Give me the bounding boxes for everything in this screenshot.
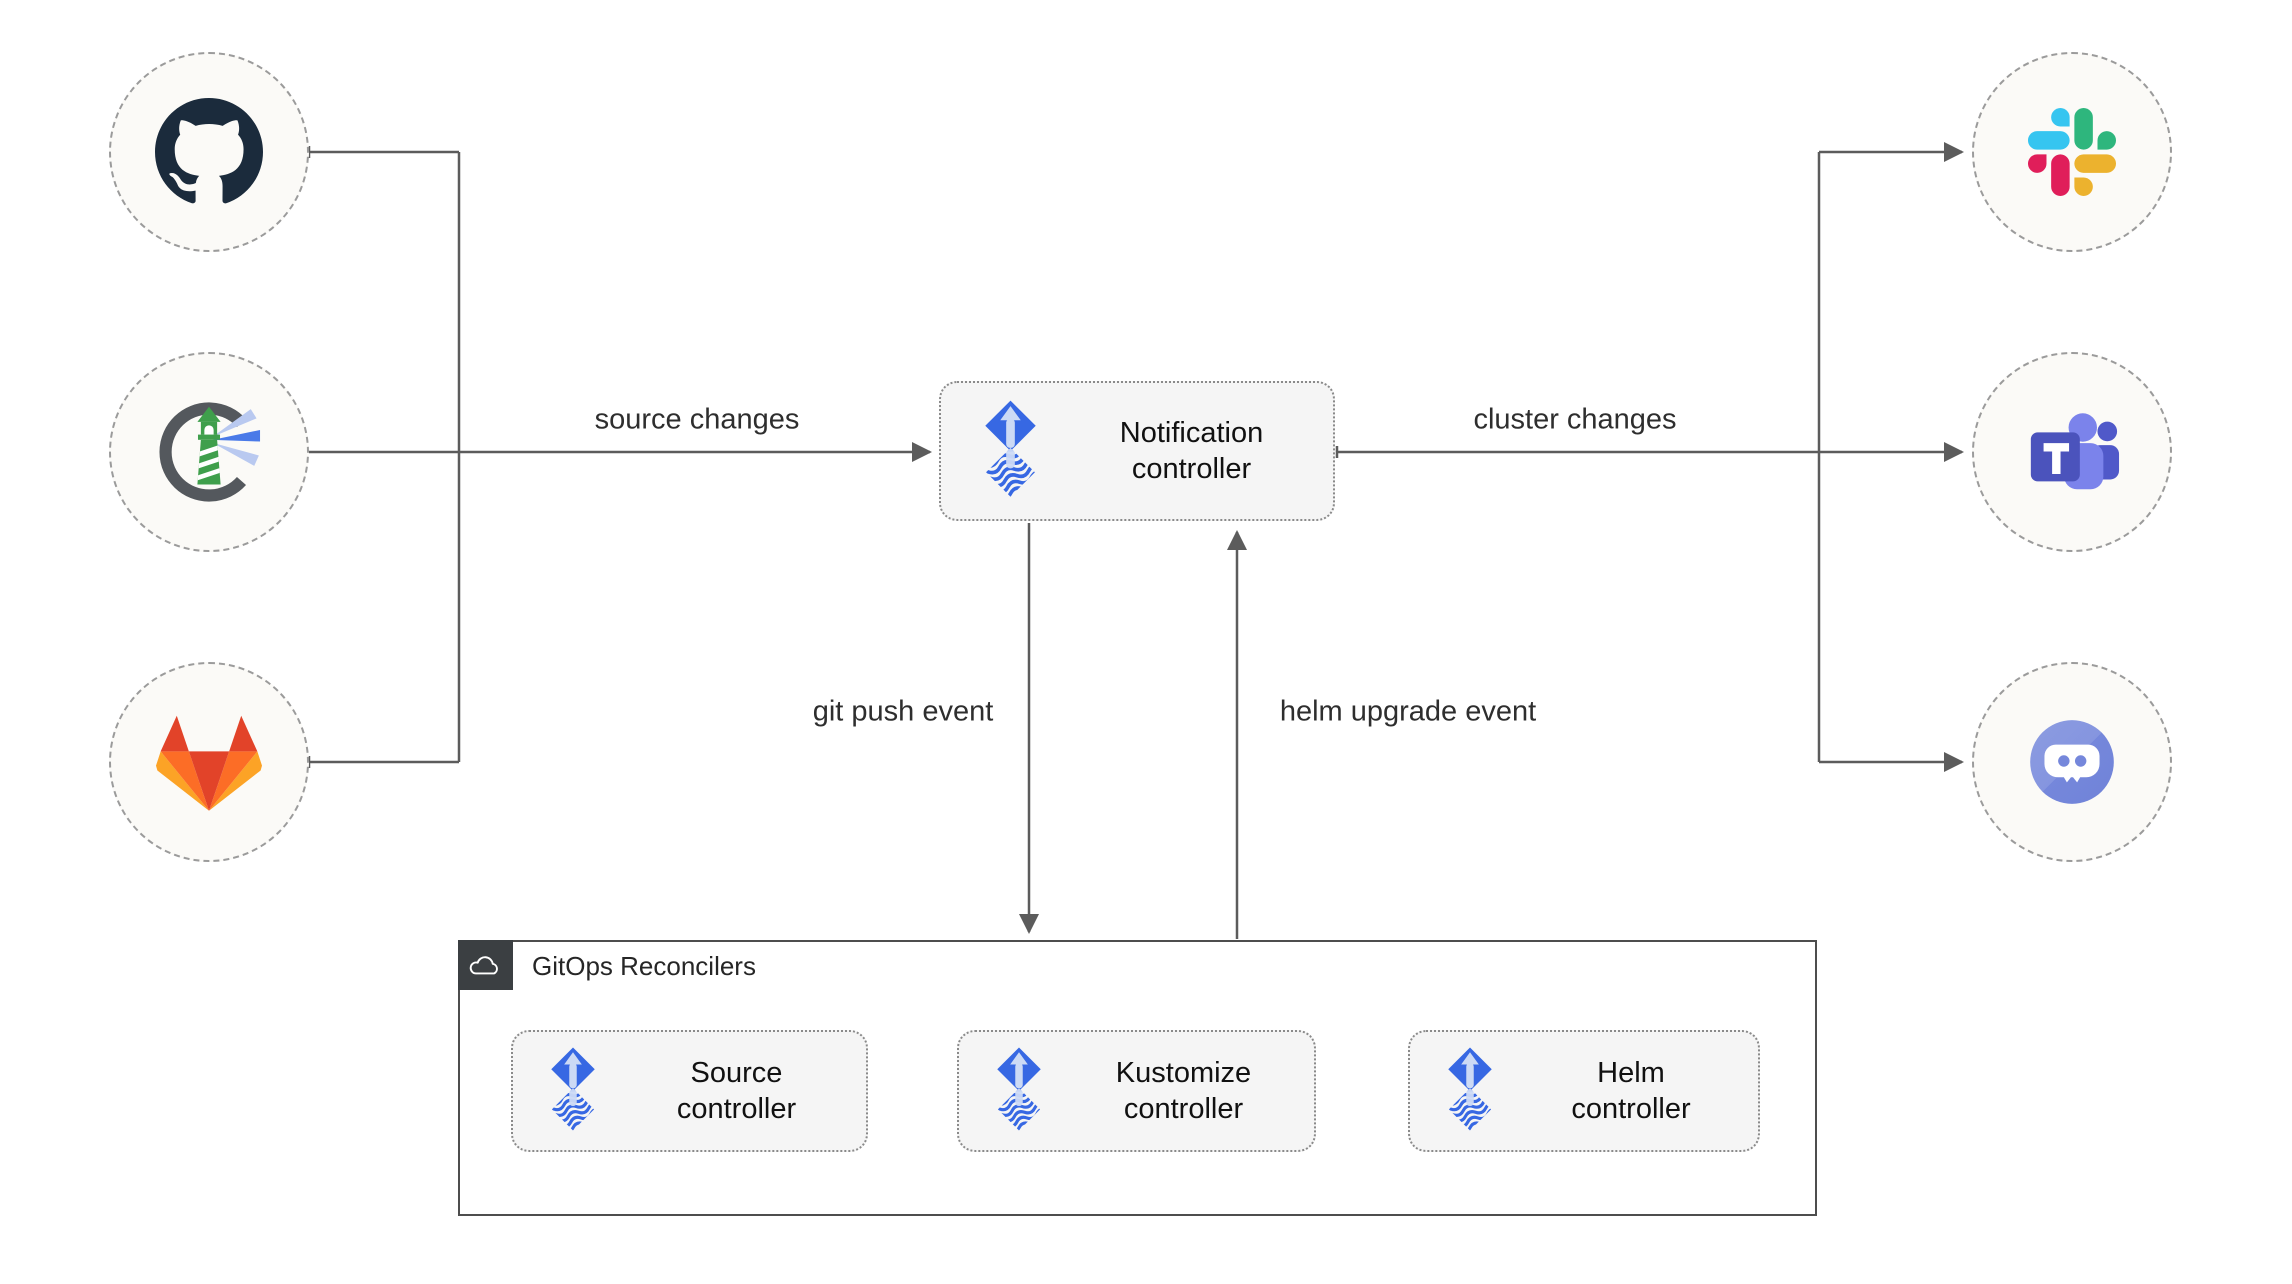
edge-label-helm-upgrade-event: helm upgrade event (1271, 694, 1545, 730)
node-label: Notification controller (1119, 416, 1264, 485)
cloud-icon (467, 952, 503, 978)
notification-controller-node: Notification controller (939, 381, 1335, 521)
flux-icon (1436, 1046, 1504, 1136)
flux-icon (539, 1046, 607, 1136)
target-node-teams (1972, 352, 2172, 552)
source-node-gitlab (109, 662, 309, 862)
edge-label-source-changes: source changes (586, 402, 808, 438)
node-label: Source controller (676, 1056, 797, 1125)
flux-icon (985, 1046, 1053, 1136)
container-title: GitOps Reconcilers (532, 950, 756, 981)
edge-label-cluster-changes: cluster changes (1465, 402, 1685, 438)
source-node-github (109, 52, 309, 252)
edge-label-git-push-event: git push event (804, 694, 1002, 730)
flux-icon (971, 399, 1050, 503)
node-label: Kustomize controller (1115, 1056, 1252, 1125)
target-node-slack (1972, 52, 2172, 252)
teams-icon (2023, 403, 2121, 501)
github-icon (155, 98, 263, 206)
source-node-harbor (109, 352, 309, 552)
slack-icon (2028, 108, 2116, 196)
container-badge (457, 939, 513, 990)
harbor-icon (151, 394, 267, 510)
target-node-discord (1972, 662, 2172, 862)
kustomize-controller-node: Kustomize controller (957, 1030, 1316, 1152)
helm-controller-node: Helm controller (1408, 1030, 1760, 1152)
discord-icon (2021, 711, 2123, 813)
source-controller-node: Source controller (511, 1030, 868, 1152)
node-label: Helm controller (1571, 1056, 1691, 1125)
gitops-reconcilers-container: GitOps Reconcilers Source controller Kus… (457, 939, 1817, 1216)
gitlab-icon (156, 712, 262, 813)
